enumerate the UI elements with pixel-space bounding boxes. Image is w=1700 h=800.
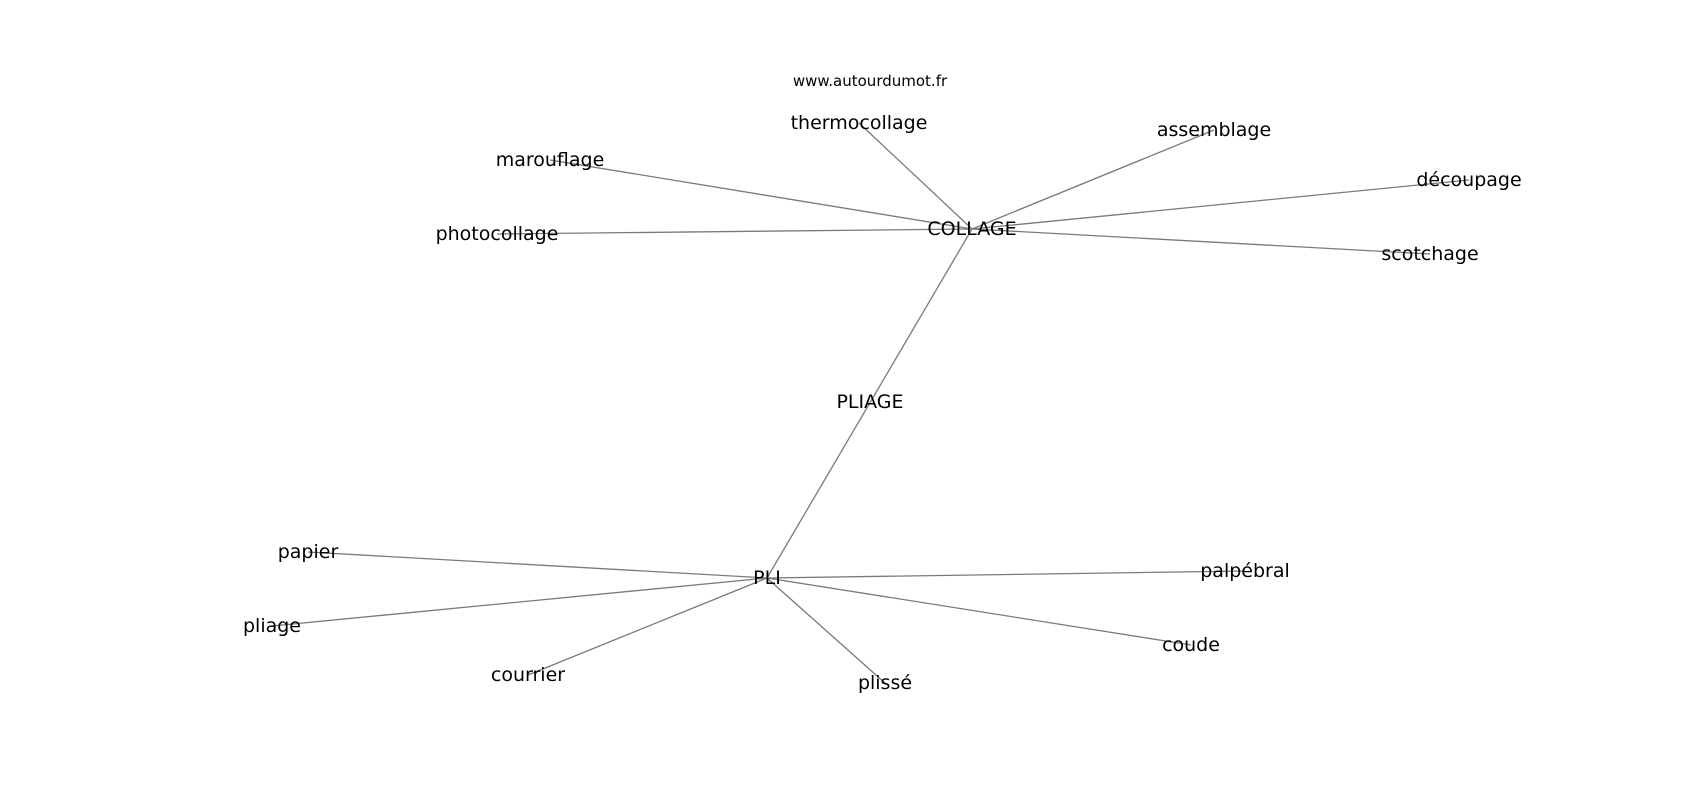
node-label-thermocollage[interactable]: thermocollage	[791, 112, 928, 134]
edge-collage-thermocollage	[858, 122, 973, 230]
edge-pli-papier	[307, 551, 768, 579]
edges-layer	[271, 122, 1470, 684]
edge-collage-scotchage	[971, 228, 1431, 255]
node-label-plisse[interactable]: plissé	[858, 672, 912, 694]
node-label-photocollage[interactable]: photocollage	[436, 223, 559, 245]
labels-layer: PLIAGE COLLAGE PLI thermocollage assemblage m…	[243, 112, 1522, 694]
node-label-palpebral[interactable]: palpébral	[1200, 560, 1290, 582]
edge-collage-pli	[766, 228, 973, 579]
node-label-coude[interactable]: coude	[1162, 634, 1220, 656]
edge-collage-marouflage	[549, 159, 973, 230]
node-label-pliage_center[interactable]: PLIAGE	[836, 391, 903, 413]
edge-pli-plisse	[766, 577, 886, 684]
edge-pli-palpebral	[766, 570, 1246, 579]
edge-pli-courrier	[527, 577, 768, 676]
node-label-papier[interactable]: papier	[278, 541, 339, 563]
node-label-courrier[interactable]: courrier	[491, 664, 565, 686]
edge-pli-coude	[766, 577, 1192, 646]
node-label-collage[interactable]: COLLAGE	[927, 218, 1016, 240]
node-label-decoupage[interactable]: découpage	[1416, 169, 1521, 191]
node-label-marouflage[interactable]: marouflage	[496, 149, 605, 171]
node-label-assemblage[interactable]: assemblage	[1157, 119, 1271, 141]
edge-pli-pliage	[271, 577, 768, 627]
node-label-scotchage[interactable]: scotchage	[1381, 243, 1478, 265]
edge-collage-decoupage	[971, 179, 1470, 230]
node-label-pliage[interactable]: pliage	[243, 615, 301, 637]
edge-collage-assemblage	[971, 129, 1215, 230]
edge-collage-photocollage	[496, 228, 973, 235]
watermark-text: www.autourdumot.fr	[792, 72, 948, 90]
node-label-pli[interactable]: PLI	[753, 567, 781, 589]
